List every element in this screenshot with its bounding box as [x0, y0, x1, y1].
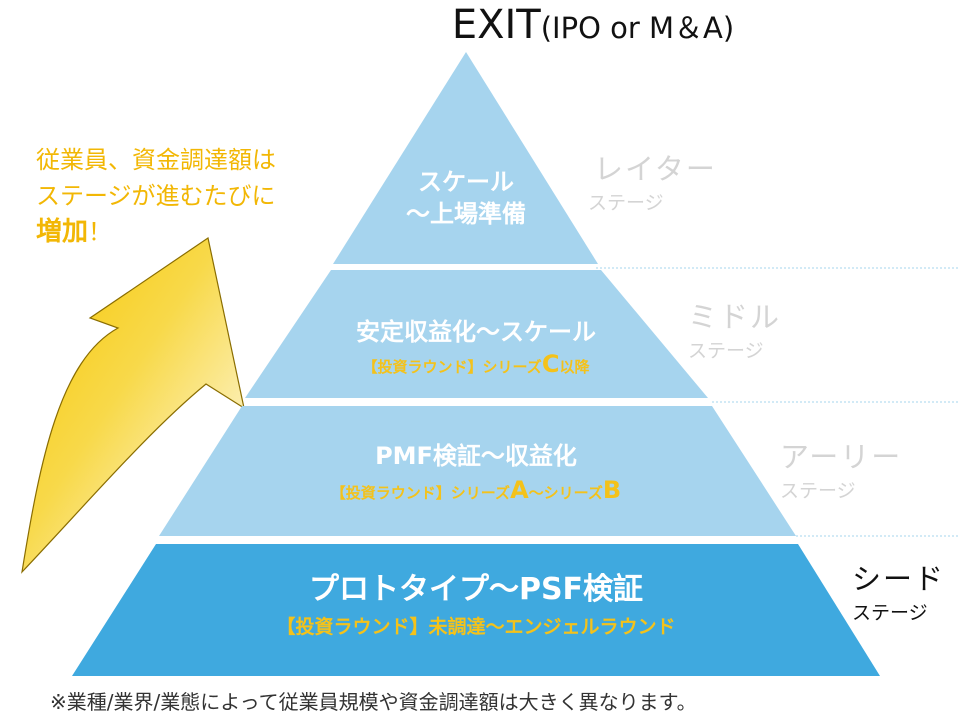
- pyramid-tier-scale: [333, 52, 598, 264]
- tier-middle-label: 安定収益化〜スケール: [356, 318, 596, 346]
- tier-middle-round-letter: C: [541, 350, 560, 378]
- tier-seed-round: 【投資ラウンド】未調達〜エンジェルラウンド: [276, 616, 676, 638]
- growth-arrow: [21, 237, 245, 574]
- stage-later: レイター ステージ: [588, 146, 717, 215]
- exit-title-sub: (IPO or M＆A): [540, 11, 735, 45]
- stage-seed-name: シード: [852, 562, 946, 596]
- tier-early-round-prefix: 【投資ラウンド】シリーズ: [330, 484, 511, 502]
- pyramid-tier-middle: [245, 270, 708, 398]
- side-note-line3: 増加！: [36, 214, 276, 250]
- tier-scale-line1: スケール: [418, 168, 514, 196]
- side-note-suffix: ！: [88, 218, 113, 246]
- tier-early-round-mid: 〜シリーズ: [528, 484, 603, 502]
- tier-early-round-letter: A: [510, 476, 529, 504]
- stage-middle-sub: ステージ: [688, 340, 764, 362]
- tier-seed-label: プロトタイプ〜PSF検証: [308, 572, 644, 607]
- exit-title-main: EXIT: [451, 2, 541, 48]
- stage-middle: ミドル ステージ: [688, 294, 781, 363]
- tier-scale-label: スケール 〜上場準備: [366, 166, 566, 230]
- stage-middle-name: ミドル: [688, 300, 782, 334]
- stage-early-name: アーリー: [780, 440, 903, 474]
- tier-early-round: 【投資ラウンド】シリーズA〜シリーズB: [236, 476, 716, 504]
- pyramid-tier-early: [159, 406, 796, 536]
- side-note: 従業員、資金調達額は ステージが進むたびに 増加！: [36, 142, 276, 250]
- pyramid-tier-seed: [72, 544, 880, 676]
- stage-later-sub: ステージ: [588, 192, 664, 214]
- side-note-line1: 従業員、資金調達額は: [36, 146, 276, 174]
- stage-later-name: レイター: [594, 152, 717, 186]
- tier-scale-line2: 〜上場準備: [406, 200, 526, 228]
- side-note-emphasis: 増加: [36, 217, 89, 247]
- tier-early-round-letter2: B: [602, 476, 622, 504]
- stage-seed-sub: ステージ: [852, 602, 928, 624]
- exit-title: EXIT(IPO or M＆A): [0, 2, 960, 48]
- stage-seed: シード ステージ: [852, 556, 945, 625]
- tier-middle-round: 【投資ラウンド】シリーズC以降: [276, 350, 676, 378]
- side-note-line2: ステージが進むたびに: [36, 182, 276, 210]
- stage-early: アーリー ステージ: [780, 434, 902, 503]
- tier-early-label: PMF検証〜収益化: [375, 442, 577, 470]
- stage-early-sub: ステージ: [780, 480, 856, 502]
- footnote: ※業種/業界/業態によって従業員規模や資金調達額は大きく異なります。: [50, 690, 697, 714]
- tier-middle-round-prefix: 【投資ラウンド】シリーズ: [362, 358, 542, 376]
- tier-middle-round-suffix: 以降: [559, 358, 590, 376]
